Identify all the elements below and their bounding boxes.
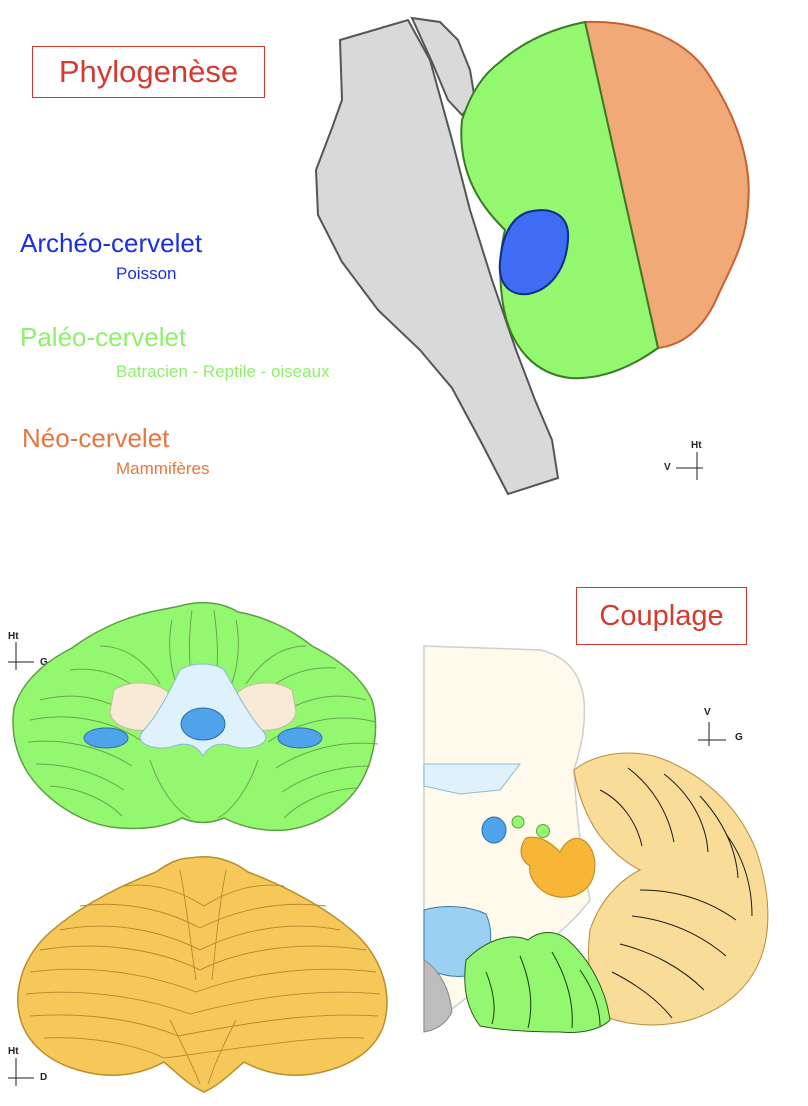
couplage-ventricle [423, 763, 522, 795]
paleo-label: Paléo-cervelet [20, 322, 187, 352]
posterior-axis-up-label: Ht [8, 631, 19, 642]
neo-cervelet-region [583, 20, 750, 350]
couplage-section [423, 645, 769, 1033]
phylo-axis-up-label: Ht [691, 440, 702, 451]
couplage-yellow-cortex [573, 752, 769, 1026]
posterior-view-cerebellum [8, 601, 379, 832]
posterior-blue-center [180, 707, 226, 741]
superior-axis-up-label: Ht [8, 1046, 19, 1057]
superior-axis-side-label: D [40, 1072, 48, 1083]
superior-view-cerebellum [8, 856, 388, 1093]
neo-label: Néo-cervelet [22, 423, 170, 453]
posterior-axis-side-label: G [40, 657, 48, 668]
couplage-dentate-nucleus [520, 836, 596, 898]
paleo-sub: Batracien - Reptile - oiseaux [116, 362, 330, 381]
archeo-sub: Poisson [116, 264, 177, 283]
posterior-blue-left [83, 727, 129, 749]
couplage-axis-side-label: G [735, 732, 743, 743]
couplage-green-lobules [464, 932, 611, 1033]
couplage-title: Couplage [576, 587, 747, 645]
archeo-label: Archéo-cervelet [20, 228, 203, 258]
phylo-axis-side-label: V [664, 462, 671, 473]
couplage-axis-up-label: V [704, 707, 711, 718]
couplage-green-nucleus-2 [536, 824, 550, 838]
posterior-blue-right [277, 727, 323, 749]
archeo-cervelet-region [498, 209, 570, 296]
phylogenese-title: Phylogenèse [32, 46, 265, 98]
phylogenese-diagram [314, 16, 750, 496]
couplage-green-nucleus-1 [511, 815, 525, 829]
couplage-gray-fragment [423, 959, 453, 1033]
couplage-blue-nucleus [481, 816, 507, 844]
brainstem-shape [314, 18, 560, 496]
superior-yellow-cerebellum [17, 856, 388, 1093]
neo-sub: Mammifères [116, 459, 210, 478]
